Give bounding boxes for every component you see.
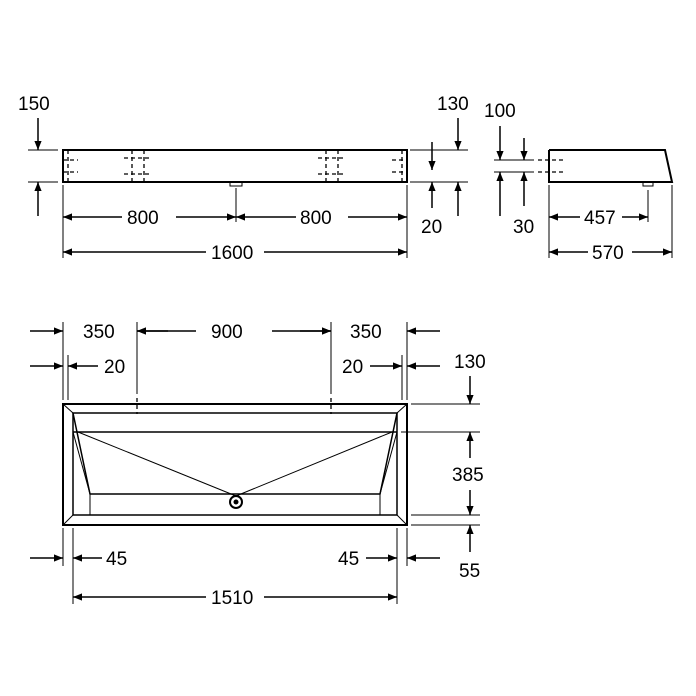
- front-bracket-right: [318, 150, 346, 182]
- dim-30: 30: [513, 217, 534, 238]
- dim-100: 100: [484, 101, 516, 122]
- dim-150: 150: [18, 94, 50, 115]
- dim-457: 457: [584, 208, 616, 229]
- front-view: 150 130 20 800 800 1600: [18, 94, 469, 264]
- side-view: 100 30 457 570: [484, 101, 674, 264]
- top-view-outer-rim: [62, 403, 408, 526]
- front-view-body: [62, 149, 408, 183]
- dim-55: 55: [459, 561, 480, 582]
- dim-1600: 1600: [211, 243, 253, 264]
- side-view-body: [548, 149, 674, 183]
- dim-20-left: 20: [104, 357, 125, 378]
- dim-800-left: 800: [127, 208, 159, 229]
- dim-45-left: 45: [106, 549, 127, 570]
- top-view: 350 900 350 20 20 130 385 55: [30, 322, 486, 609]
- dim-45-right: 45: [338, 549, 359, 570]
- top-view-drain: [229, 495, 243, 509]
- dim-385: 385: [452, 465, 484, 486]
- dim-20-front: 20: [421, 217, 442, 238]
- dim-350-left: 350: [83, 322, 115, 343]
- dim-1510: 1510: [211, 588, 253, 609]
- dim-130-top: 130: [454, 352, 486, 373]
- dim-800-right: 800: [300, 208, 332, 229]
- top-view-inner-rim: [72, 412, 398, 516]
- dim-350-right: 350: [350, 322, 382, 343]
- front-bracket-left: [124, 150, 152, 182]
- front-drain: [229, 181, 243, 187]
- dim-900: 900: [211, 322, 243, 343]
- dim-20-right: 20: [342, 357, 363, 378]
- side-drain: [642, 181, 654, 187]
- dim-130-front: 130: [437, 94, 469, 115]
- dim-570: 570: [592, 243, 624, 264]
